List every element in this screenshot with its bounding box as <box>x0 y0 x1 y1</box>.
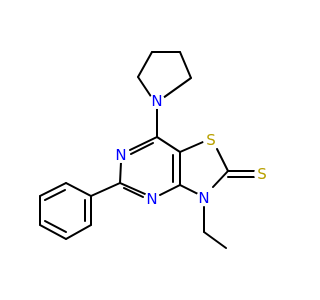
atom-n-pyrimidine-lower: N <box>144 190 160 208</box>
bond-c5-phenyl <box>90 182 121 197</box>
atoms: N N N N S S <box>113 92 270 208</box>
atom-label-n-thiazole: N <box>198 189 209 207</box>
atom-label-n-pyrrolidine: N <box>151 92 162 110</box>
bond-ph-2 <box>39 182 67 197</box>
bonds <box>39 51 255 249</box>
bond-s-c2 <box>216 148 229 172</box>
bond-n3-c3a <box>179 184 199 195</box>
bond-ph-1 <box>65 182 92 197</box>
atom-n-pyrrolidine: N <box>149 92 165 110</box>
bond-c7a-c7 <box>156 136 181 153</box>
bond-n6-c5 <box>119 161 122 184</box>
atom-label-n-pyrimidine-lower: N <box>146 190 157 208</box>
bond-c2-n3 <box>212 170 229 188</box>
bond-ch2-ch3 <box>203 231 227 249</box>
atom-n-thiazole: N <box>196 189 212 207</box>
atom-label-s-thione: S <box>257 165 267 183</box>
atom-label-n-pyrimidine-upper: N <box>115 146 126 164</box>
bond-c7-n6 <box>129 136 158 151</box>
atom-label-s-ring: S <box>206 131 216 149</box>
atom-n-pyrimidine-upper: N <box>113 146 129 164</box>
bond-pyr-1 <box>137 76 153 99</box>
bond-pyr-5 <box>162 77 192 99</box>
molecule-structure: N N N N S S <box>39 51 270 249</box>
bond-pyr-2 <box>137 51 153 78</box>
bond-c5-n4-inner <box>123 187 144 198</box>
bond-c5-n4 <box>119 182 146 195</box>
atom-s-thione: S <box>254 165 270 183</box>
bond-c7-n6-inner <box>130 142 154 155</box>
bond-ph-4-inner <box>44 220 67 233</box>
bond-pyr-4 <box>179 51 192 79</box>
bond-ph-5 <box>65 224 92 240</box>
bond-n4-c3a <box>159 184 181 196</box>
atom-s-ring: S <box>203 131 219 149</box>
bond-c7a-s <box>179 141 204 153</box>
bond-ph-2-inner <box>44 189 66 201</box>
bond-ph-4 <box>39 224 67 240</box>
